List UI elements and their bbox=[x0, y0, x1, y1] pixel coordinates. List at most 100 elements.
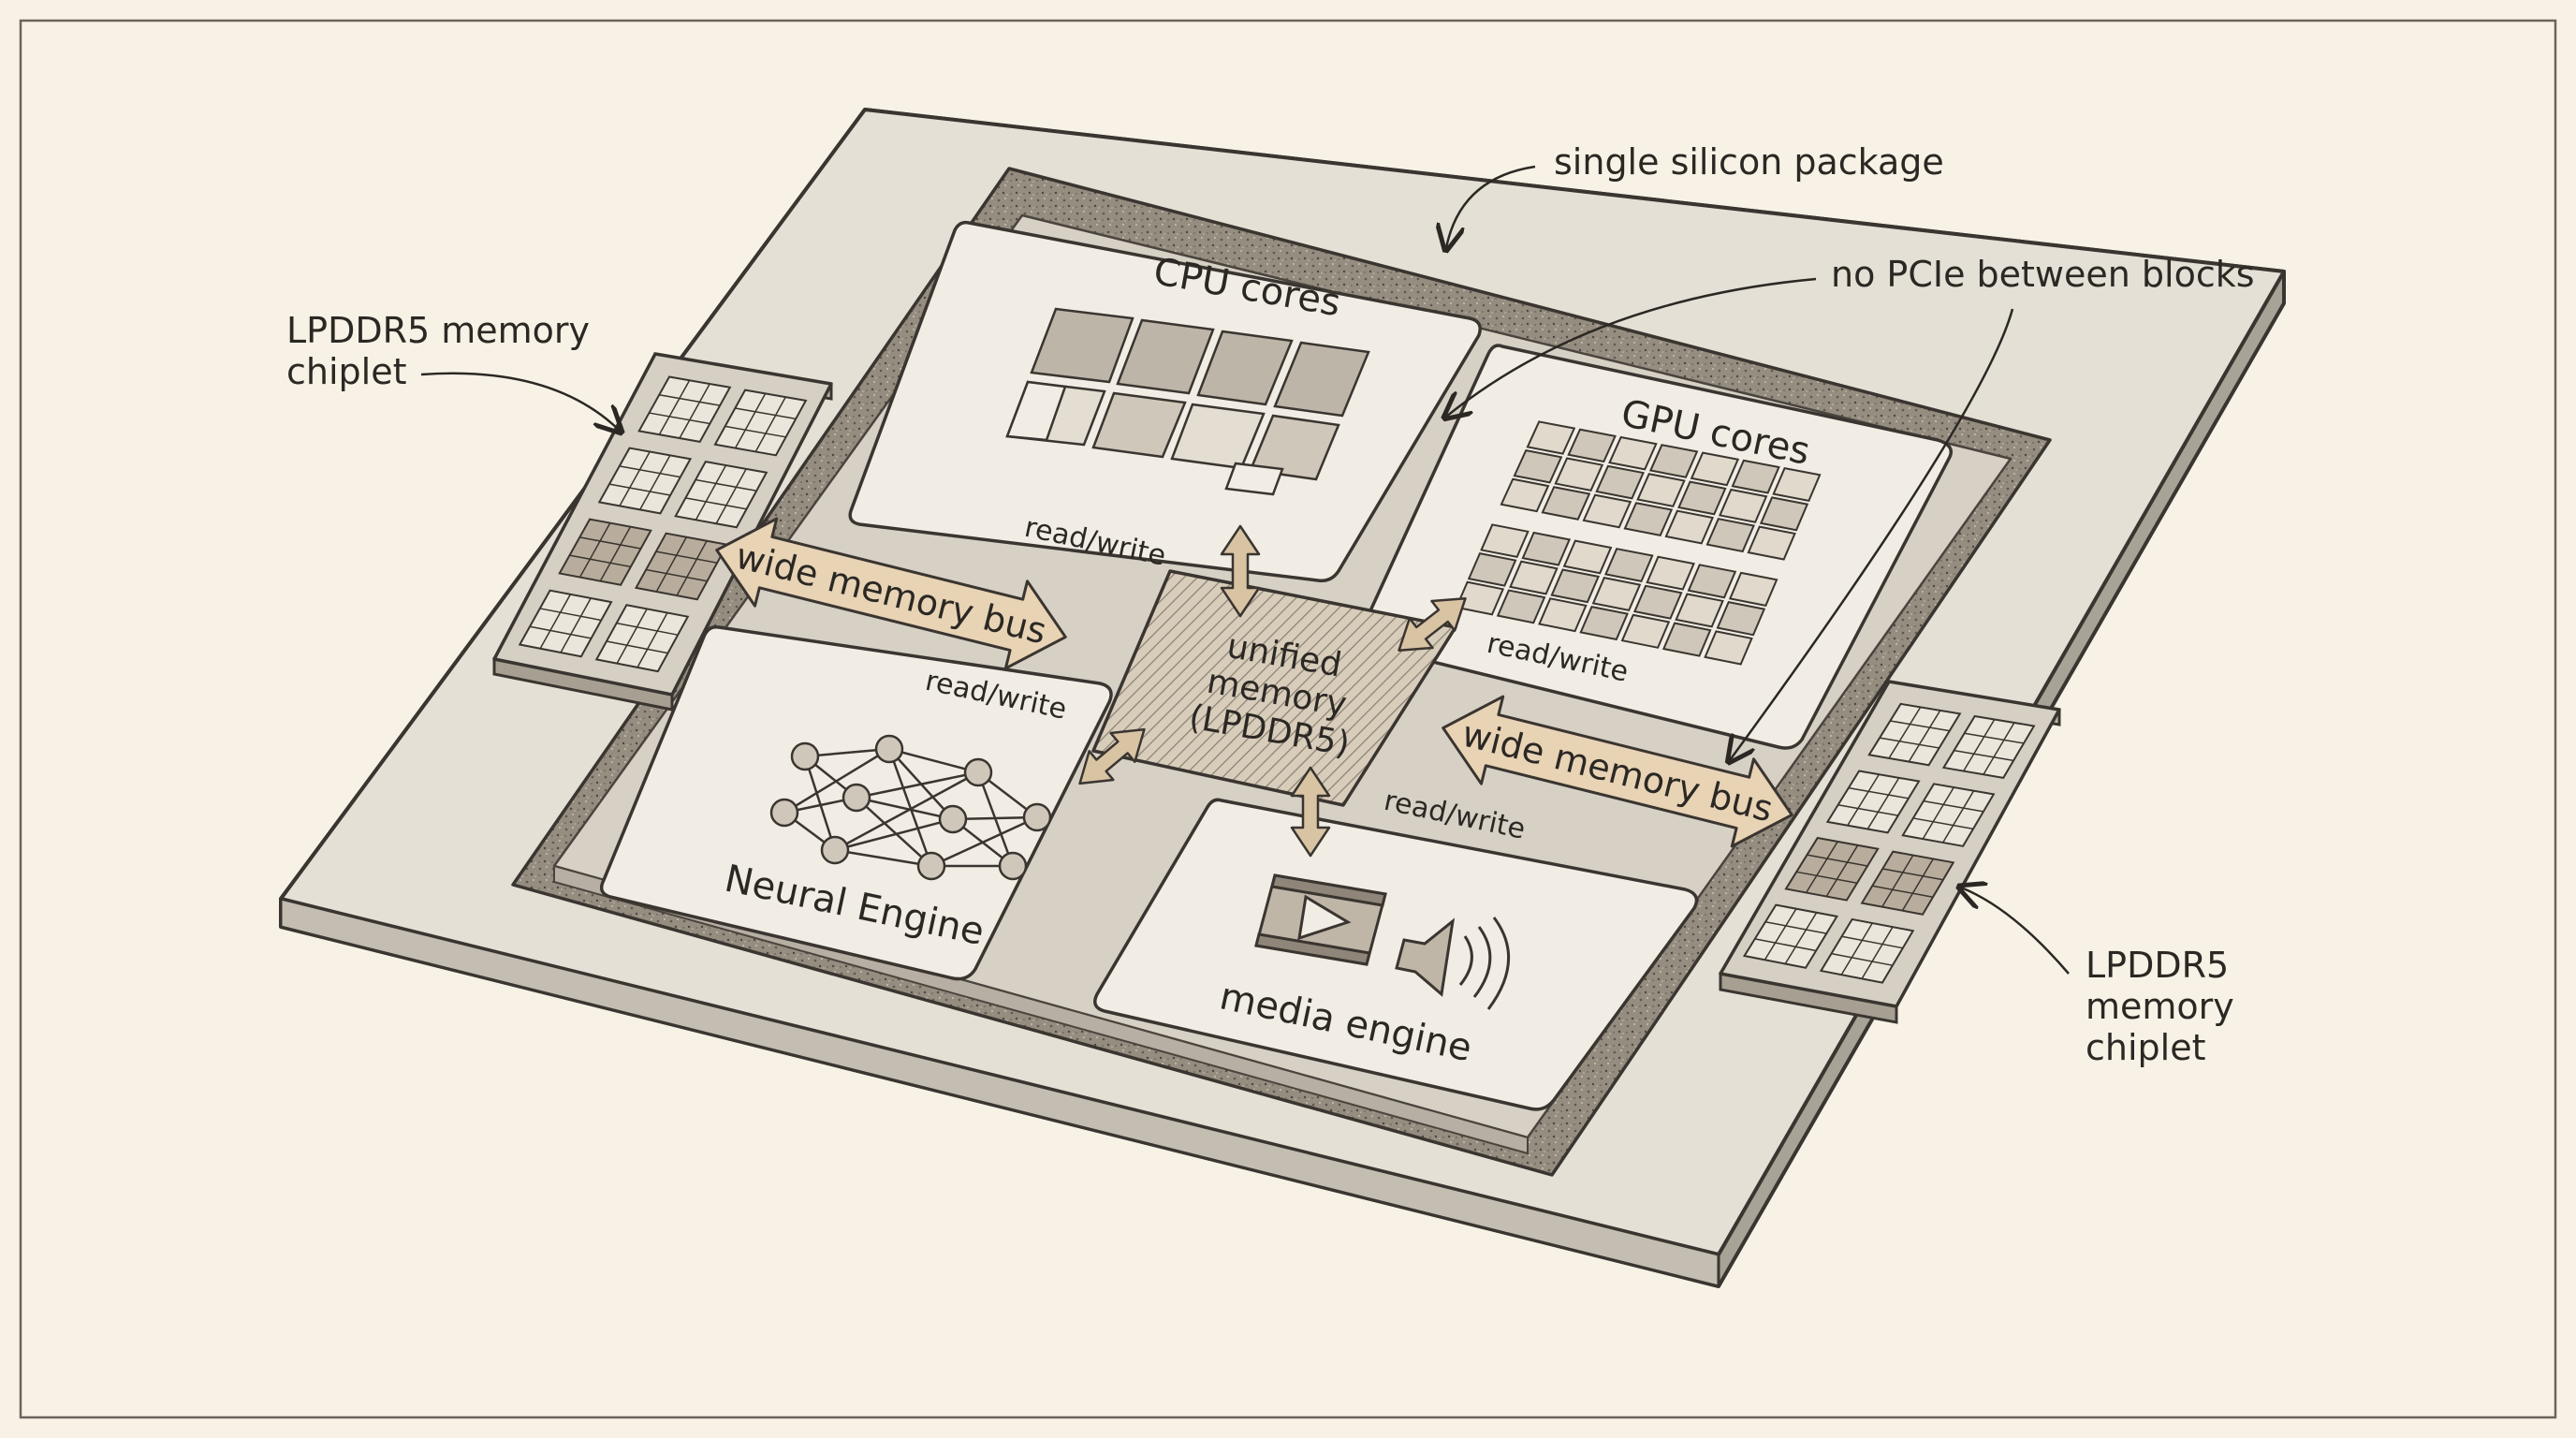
gpu-core-cell bbox=[1582, 493, 1632, 529]
memory-chiplet-gridline bbox=[754, 396, 786, 452]
gpu-core-cell bbox=[1664, 509, 1715, 545]
memory-chiplet-gridline bbox=[1879, 737, 1939, 749]
gpu-core-cell bbox=[1687, 564, 1737, 599]
memory-chiplet-gridline bbox=[679, 383, 710, 439]
neural-link bbox=[887, 748, 933, 867]
memory-chiplet-gridline bbox=[560, 597, 592, 653]
gpu-core-cell bbox=[1675, 593, 1724, 628]
memory-chiplet-gridline bbox=[1796, 871, 1858, 885]
callout-right-chiplet: LPDDR5 memory chiplet bbox=[1961, 888, 2234, 1068]
memory-chiplet-gridline bbox=[1825, 844, 1859, 897]
gpu-core-cell bbox=[1632, 584, 1683, 620]
memory-chiplet-gridline bbox=[695, 464, 727, 521]
rw-arrow-neural bbox=[1078, 727, 1146, 785]
gpu-core-cell bbox=[1704, 630, 1753, 666]
gpu-core-cell bbox=[1661, 622, 1712, 657]
memory-chiplet-gridline bbox=[1764, 908, 1797, 961]
neural-node bbox=[842, 783, 871, 813]
neural-link bbox=[930, 815, 1038, 868]
memory-chiplet-gridline bbox=[715, 468, 747, 524]
gpu-core-cell bbox=[1513, 448, 1563, 484]
memory-chiplet-gridline bbox=[1888, 706, 1922, 759]
neural-link bbox=[856, 770, 979, 800]
gpu-core-cell bbox=[1550, 568, 1601, 604]
gpu-core-cell bbox=[1772, 467, 1822, 503]
memory-chiplet-gridline bbox=[1866, 777, 1900, 829]
neural-node bbox=[916, 851, 946, 881]
neural-network-icon bbox=[769, 734, 1052, 881]
memory-chiplet-gridline bbox=[1882, 868, 1944, 881]
left-memory-chiplet bbox=[492, 352, 833, 712]
gpu-core-cell bbox=[1716, 601, 1766, 637]
memory-chiplet-gridline bbox=[1881, 855, 1914, 908]
gpu-block: GPU cores bbox=[1357, 344, 1953, 750]
gpu-core-grid bbox=[1455, 420, 1822, 666]
callout-package: single silicon package bbox=[1446, 141, 1944, 248]
neural-link bbox=[834, 770, 979, 852]
memory-chiplet-gridline bbox=[539, 594, 572, 650]
gpu-core-cell bbox=[1595, 464, 1645, 500]
memory-chiplet-gridline bbox=[685, 497, 747, 510]
gpu-core-cell bbox=[1646, 555, 1695, 591]
neural-link bbox=[803, 756, 837, 851]
memory-chiplet-gridline bbox=[1922, 786, 1954, 840]
gpu-core-cell bbox=[1648, 444, 1699, 478]
right-chiplet-callout-line-1: LPDDR5 bbox=[2086, 945, 2229, 986]
right-chiplet-callout-line-3: chiplet bbox=[2086, 1027, 2206, 1068]
memory-chiplet-gridline bbox=[1923, 800, 1984, 813]
speaker-icon bbox=[1395, 917, 1511, 1010]
gpu-core-cell bbox=[1567, 428, 1617, 463]
gpu-core-cell bbox=[1496, 589, 1546, 624]
gpu-core-cell bbox=[1731, 459, 1780, 494]
gpu-core-cell bbox=[1718, 488, 1768, 523]
memory-chiplet-gridline bbox=[569, 554, 631, 568]
neural-node bbox=[998, 851, 1028, 881]
neural-node bbox=[820, 835, 850, 865]
gpu-core-cell bbox=[1608, 435, 1658, 471]
gpu-core-cell bbox=[1623, 502, 1674, 536]
memory-chiplet-gridline bbox=[608, 483, 671, 496]
rw-arrow-media bbox=[1290, 766, 1331, 858]
rw-arrow-gpu bbox=[1398, 597, 1467, 652]
frame-border bbox=[19, 19, 2557, 1419]
memory-chiplet-gridline bbox=[1840, 922, 1873, 976]
gpu-core-cell bbox=[1677, 480, 1727, 516]
neural-link bbox=[834, 817, 954, 852]
memory-chiplet-gridline bbox=[1841, 935, 1903, 949]
memory-chiplet-gridline bbox=[655, 550, 718, 564]
neural-node bbox=[1022, 802, 1052, 832]
memory-chiplet-gridline bbox=[639, 454, 671, 510]
memory-chiplet-gridline bbox=[616, 622, 679, 636]
gpu-core-cell bbox=[1690, 451, 1740, 487]
memory-chiplet-gridline bbox=[649, 412, 710, 425]
memory-chiplet-gridline bbox=[1764, 921, 1827, 934]
gpu-core-cell bbox=[1562, 539, 1613, 575]
memory-chiplet-gridline bbox=[579, 536, 641, 550]
memory-chiplet-gridline bbox=[616, 609, 648, 665]
memory-chiplet-gridline bbox=[1805, 841, 1838, 893]
left-chiplet-callout-line-1: LPDDR5 memory bbox=[286, 310, 590, 351]
gpu-core-cell bbox=[1521, 531, 1572, 566]
memory-chiplet-gridline bbox=[606, 640, 668, 654]
right-memory-chiplet bbox=[1719, 680, 2061, 1024]
memory-chiplet-gridline bbox=[1964, 732, 2025, 744]
memory-chiplet-gridline bbox=[1784, 912, 1818, 964]
package-callout-text: single silicon package bbox=[1554, 141, 1944, 183]
memory-chiplet-gridline bbox=[578, 522, 611, 578]
memory-chiplet-gridline bbox=[646, 568, 708, 582]
memory-chiplet-gridline bbox=[734, 392, 767, 448]
neural-link bbox=[856, 796, 954, 821]
media-engine-block: media engine bbox=[1093, 798, 1699, 1111]
gpu-core-cell bbox=[1636, 473, 1686, 507]
rw-arrow-cpu bbox=[1220, 524, 1261, 618]
memory-chiplet-gridline bbox=[695, 478, 757, 492]
rw-arrows bbox=[1078, 524, 1467, 858]
gpu-core-cell bbox=[1579, 605, 1629, 641]
gpu-core-cell bbox=[1541, 486, 1591, 521]
memory-chiplet-gridline bbox=[735, 407, 797, 420]
memory-chiplet-gridline bbox=[658, 379, 691, 435]
gpu-core-cell bbox=[1591, 576, 1642, 612]
memory-chiplet-gridline bbox=[1831, 952, 1894, 966]
neural-engine-block: Neural Engine bbox=[599, 624, 1113, 981]
neural-link bbox=[856, 797, 932, 867]
